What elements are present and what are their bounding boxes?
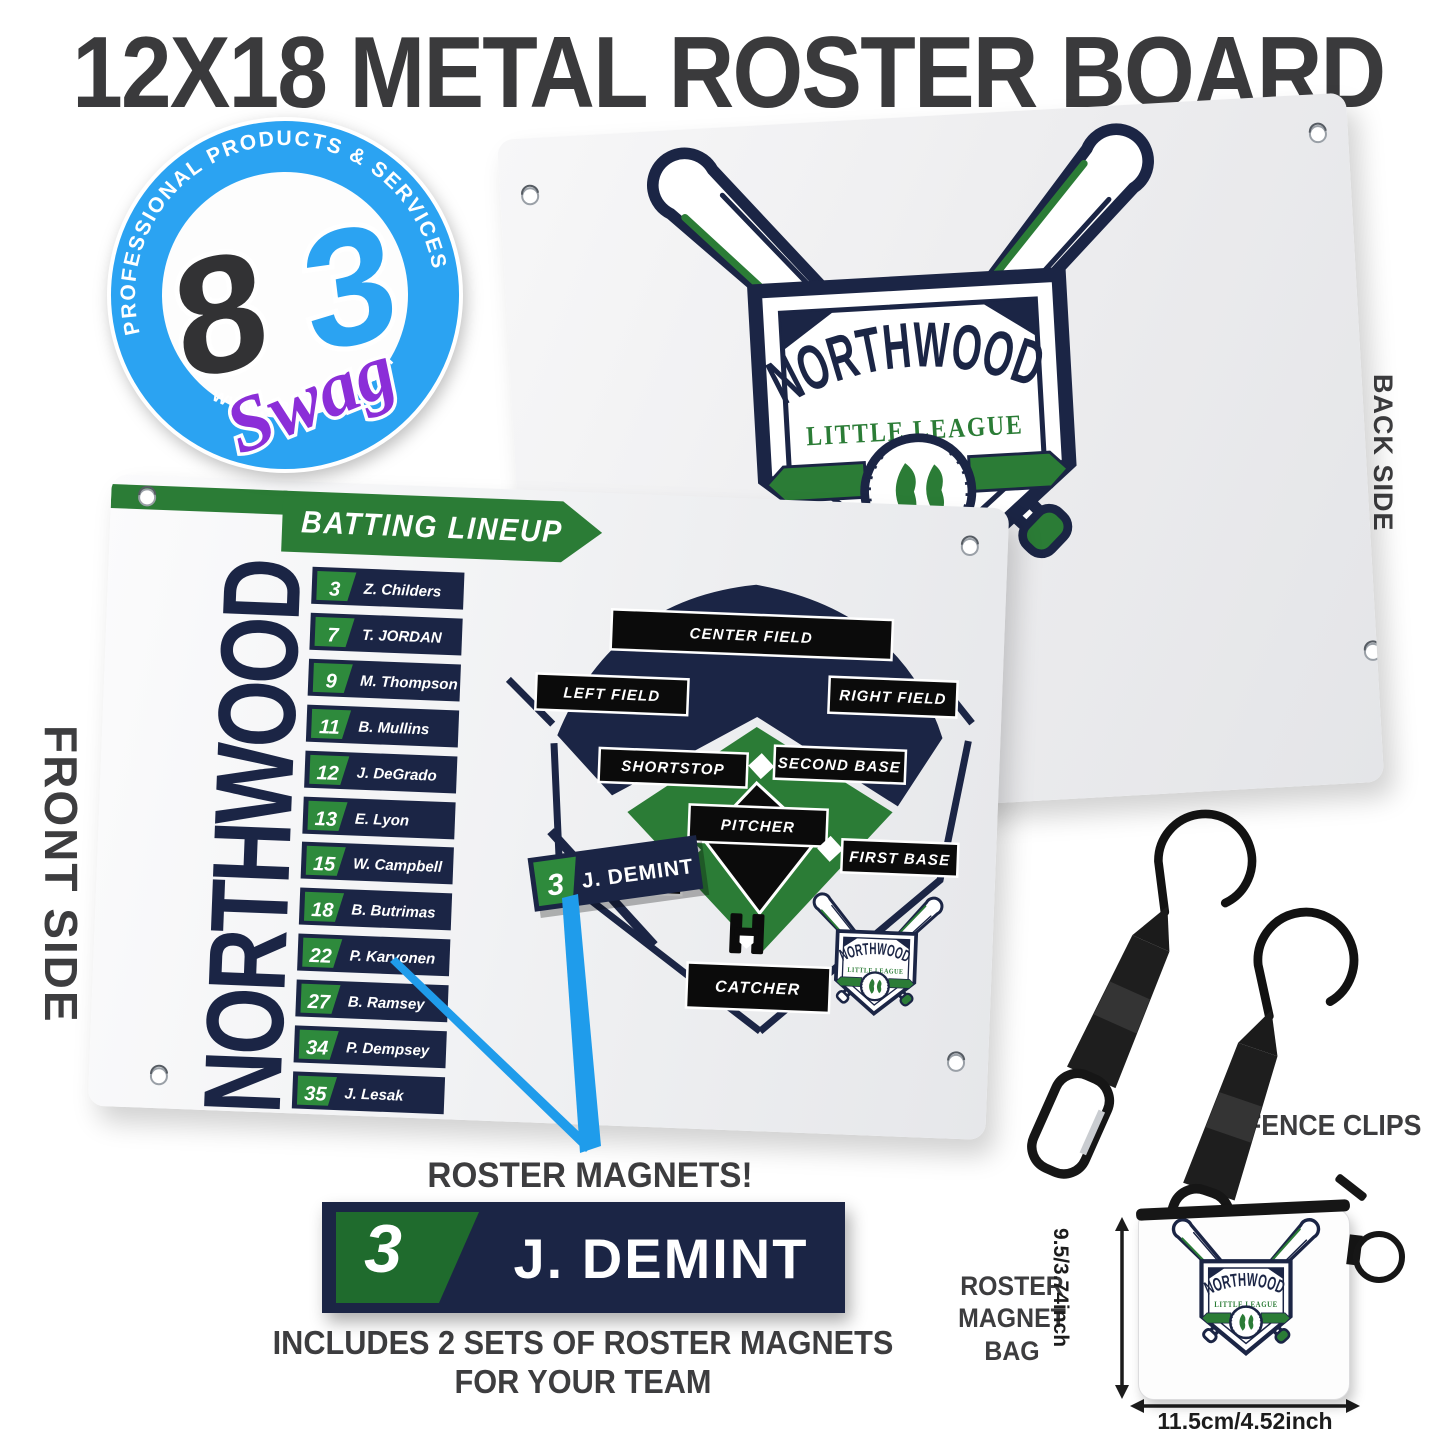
roster-row: 7 T. JORDAN: [309, 612, 463, 656]
front-team-name-vertical: NORTHWOOD: [181, 559, 325, 1116]
magnet-number: 3: [364, 1211, 402, 1287]
svg-text:22: 22: [308, 945, 332, 968]
magnet-bag: [1135, 1172, 1405, 1400]
slot-left-field: LEFT FIELD: [533, 672, 690, 717]
board-magnet: 3 J. DEMINT: [527, 835, 710, 918]
bag-label-line2: MAGNET: [958, 1303, 1066, 1334]
svg-text:3: 3: [545, 868, 566, 903]
magnet-bag-label: ROSTER MAGNET BAG: [938, 1270, 1085, 1367]
roster-row: 27 B. Ramsey: [295, 979, 449, 1023]
svg-text:P. Karvonen: P. Karvonen: [349, 947, 435, 967]
svg-text:13: 13: [314, 808, 337, 831]
keyring-icon: [1353, 1231, 1405, 1283]
svg-text:B. Ramsey: B. Ramsey: [348, 993, 426, 1013]
slot-right-field: RIGHT FIELD: [827, 675, 959, 719]
roster-row: 34 P. Dempsey: [293, 1025, 447, 1069]
svg-text:RIGHT FIELD: RIGHT FIELD: [839, 687, 947, 708]
svg-text:35: 35: [304, 1083, 328, 1106]
slot-catcher: CATCHER: [684, 961, 832, 1015]
slot-pitcher: PITCHER: [687, 803, 829, 848]
svg-text:J. Lesak: J. Lesak: [344, 1085, 404, 1104]
roster-row: 22 P. Karvonen: [297, 933, 451, 977]
home-plate-h-icon: [729, 913, 765, 955]
svg-text:SHORTSTOP: SHORTSTOP: [621, 758, 725, 779]
svg-text:9: 9: [325, 670, 338, 692]
svg-text:3: 3: [329, 578, 341, 600]
svg-text:CENTER FIELD: CENTER FIELD: [689, 625, 813, 647]
roster-row: 3 Z. Childers: [311, 566, 465, 610]
svg-text:11: 11: [319, 716, 341, 739]
slot-second-base: SECOND BASE: [772, 744, 908, 785]
svg-text:12: 12: [316, 762, 339, 785]
svg-text:T. JORDAN: T. JORDAN: [362, 627, 443, 647]
brand-badge: PROFESSIONAL PRODUCTS & SERVICES www.83S…: [95, 105, 463, 474]
bag-width-dimension: 11.5cm/4.52inch: [1157, 1408, 1333, 1434]
roster-row: 18 B. Butrimas: [298, 887, 453, 931]
roster-row: 13 E. Lyon: [302, 796, 456, 840]
svg-text:E. Lyon: E. Lyon: [355, 811, 410, 830]
roster-magnet-sample: 3 J. DEMINT: [322, 1202, 845, 1313]
includes-note-line2: FOR YOUR TEAM: [454, 1362, 712, 1400]
svg-text:7: 7: [327, 624, 340, 646]
roster-row: 9 M. Thompson: [307, 658, 461, 702]
lineup-banner: [281, 490, 603, 563]
svg-text:W. Campbell: W. Campbell: [353, 856, 443, 876]
field-diagram: CENTER FIELD LEFT FIELD RIGHT FIELD SHOR…: [505, 584, 975, 1035]
svg-text:PITCHER: PITCHER: [721, 817, 796, 837]
badge-digit-3: 3: [293, 185, 405, 388]
bag-dimension-arrows: [1115, 1217, 1360, 1413]
includes-note: INCLUDES 2 SETS OF ROSTER MAGNETS FOR YO…: [211, 1324, 955, 1402]
svg-text:27: 27: [306, 991, 331, 1014]
roster-magnets-heading: ROSTER MAGNETS!: [427, 1156, 753, 1195]
svg-text:LEFT FIELD: LEFT FIELD: [563, 684, 661, 705]
slot-shortstop: SHORTSTOP: [597, 746, 750, 789]
svg-text:Z. Childers: Z. Childers: [362, 581, 441, 601]
magnet-player-name: J. DEMINT: [513, 1227, 809, 1290]
svg-text:34: 34: [306, 1037, 329, 1060]
slot-center-field: CENTER FIELD: [609, 608, 895, 662]
roster-row: 15 W. Campbell: [300, 841, 454, 885]
bag-label-line1: ROSTER: [960, 1271, 1064, 1301]
roster-row: 35 J. Lesak: [291, 1071, 446, 1115]
svg-text:FIRST BASE: FIRST BASE: [849, 849, 951, 870]
svg-text:P. Dempsey: P. Dempsey: [346, 1039, 430, 1059]
roster-row: 11 B. Mullins: [305, 704, 460, 748]
svg-text:J. DeGrado: J. DeGrado: [356, 765, 437, 785]
svg-text:18: 18: [311, 899, 335, 922]
slot-first-base: FIRST BASE: [839, 838, 960, 879]
svg-text:B. Butrimas: B. Butrimas: [351, 902, 436, 922]
bag-label-line3: BAG: [984, 1335, 1040, 1366]
svg-text:15: 15: [313, 853, 337, 876]
includes-note-line1: INCLUDES 2 SETS OF ROSTER MAGNETS: [272, 1324, 894, 1361]
svg-text:B. Mullins: B. Mullins: [358, 719, 429, 739]
svg-text:CATCHER: CATCHER: [715, 979, 801, 999]
front-side-label: FRONT SIDE: [35, 725, 87, 1024]
svg-text:SECOND BASE: SECOND BASE: [777, 755, 901, 777]
svg-text:M. Thompson: M. Thompson: [360, 673, 458, 694]
northwood-logo-bag: [1170, 1216, 1323, 1353]
roster-row: 12 J. DeGrado: [304, 750, 458, 794]
top-stripe: [110, 483, 288, 515]
back-side-label: BACK SIDE: [1368, 374, 1398, 532]
corner-holes: [138, 485, 979, 1086]
fence-clips-label: FENCE CLIPS: [1245, 1110, 1422, 1142]
